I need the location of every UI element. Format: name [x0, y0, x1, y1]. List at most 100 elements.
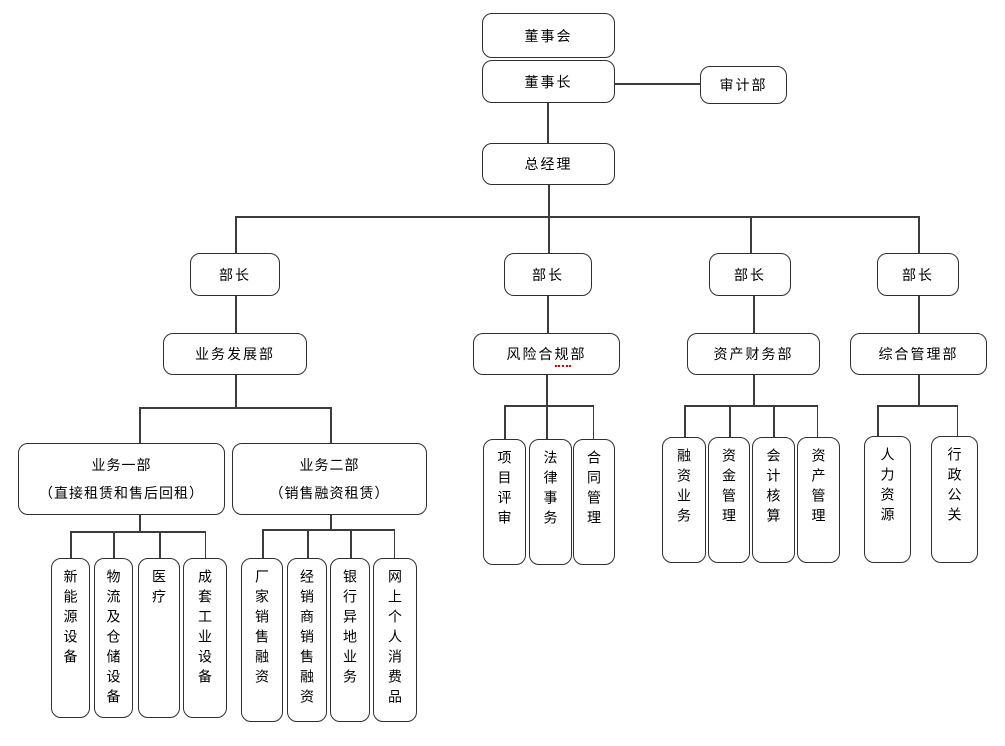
leaf-complete-industrial-equipment: 成套工业设备	[183, 558, 227, 718]
connector-drop-risk-leaf3	[592, 405, 594, 439]
node-business-unit-1-title: 业务一部	[91, 457, 152, 473]
leaf-bank-remote-business-label: 银行异地业务	[342, 569, 358, 689]
connector-drop-asset-leaf1	[684, 405, 686, 437]
connector-drop-unit1-leaf1	[70, 531, 72, 558]
connector-drop-minister-3	[750, 216, 752, 253]
leaf-project-review-label: 项目评审	[496, 450, 513, 530]
connector-drop-minister-2	[548, 216, 550, 253]
connector-drop-admin-leaf1	[877, 405, 879, 436]
connector-bizdev-down	[235, 375, 237, 407]
connector-drop-unit1	[139, 407, 141, 443]
connector-chairman-audit	[615, 83, 700, 85]
connector-drop-unit2-leaf1	[262, 529, 264, 558]
leaf-new-energy-equipment: 新能源设备	[51, 558, 90, 718]
leaf-financing-business-label: 融资业务	[676, 448, 692, 528]
leaf-dealer-sales-financing: 经销商销售融资	[287, 558, 327, 722]
connector-drop-unit2-leaf3	[350, 529, 352, 558]
leaf-medical: 医疗	[138, 558, 180, 718]
connector-minister1-dept	[235, 296, 237, 333]
leaf-accounting: 会计核算	[752, 437, 795, 563]
leaf-asset-management: 资产管理	[797, 437, 840, 563]
connector-mainline	[235, 216, 919, 218]
connector-admin-spread	[877, 405, 958, 407]
connector-unit2-spread	[262, 529, 395, 531]
connector-minister3-dept	[753, 296, 755, 333]
spellcheck-squiggle	[555, 349, 571, 367]
leaf-human-resources-label: 人力资源	[879, 447, 896, 527]
node-business-unit-2: 业务二部 （销售融资租赁）	[232, 443, 427, 515]
connector-drop-unit2-leaf2	[307, 529, 309, 558]
leaf-contract-management-label: 合同管理	[586, 450, 602, 530]
leaf-new-energy-equipment-label: 新能源设备	[62, 569, 79, 669]
node-minister-2-label: 部长	[532, 266, 564, 283]
leaf-accounting-label: 会计核算	[765, 448, 782, 528]
leaf-admin-public-relations: 行政公关	[931, 436, 978, 563]
leaf-logistics-warehouse-equipment: 物流及仓储设备	[94, 558, 133, 718]
connector-drop-asset-leaf3	[773, 405, 775, 437]
connector-minister2-dept	[547, 296, 549, 333]
node-audit-label: 审计部	[719, 77, 768, 93]
node-board-label: 董事会	[524, 27, 573, 44]
leaf-complete-industrial-equipment-label: 成套工业设备	[197, 569, 213, 689]
connector-drop-minister-4	[918, 216, 920, 253]
node-board: 董事会	[482, 13, 615, 58]
connector-drop-unit1-leaf4	[204, 531, 206, 558]
leaf-admin-public-relations-label: 行政公关	[946, 447, 963, 527]
connector-minister4-dept	[918, 296, 920, 333]
node-business-unit-2-title: 业务二部	[299, 457, 360, 473]
leaf-online-personal-consumer-goods-label: 网上个人消费品	[387, 569, 403, 709]
connector-unit2-down	[330, 515, 332, 529]
leaf-contract-management: 合同管理	[573, 439, 615, 565]
connector-gm-mainline	[548, 185, 550, 216]
node-general-admin-dept: 综合管理部	[850, 333, 987, 375]
leaf-dealer-sales-financing-label: 经销商销售融资	[299, 569, 315, 709]
leaf-financing-business: 融资业务	[662, 437, 706, 563]
node-minister-3-label: 部长	[734, 266, 766, 283]
node-asset-finance-label: 资产财务部	[713, 346, 794, 362]
node-risk-compliance-dept: 风险合规部	[473, 333, 620, 375]
connector-admin-down	[918, 375, 920, 405]
connector-drop-unit2-leaf4	[393, 529, 395, 558]
node-business-unit-1: 业务一部 （直接租赁和售后回租）	[18, 443, 225, 515]
leaf-bank-remote-business: 银行异地业务	[330, 558, 370, 722]
node-business-dev-dept: 业务发展部	[163, 333, 307, 375]
leaf-fund-management: 资金管理	[708, 437, 750, 563]
node-chairman-label: 董事长	[524, 73, 573, 90]
leaf-fund-management-label: 资金管理	[721, 448, 737, 528]
connector-unit1-down	[139, 515, 141, 531]
node-general-manager: 总经理	[482, 143, 615, 185]
node-business-unit-2-subtitle: （销售融资租赁）	[269, 485, 390, 501]
node-minister-1: 部长	[190, 253, 280, 296]
leaf-logistics-warehouse-equipment-label: 物流及仓储设备	[105, 569, 122, 709]
node-asset-finance-dept: 资产财务部	[687, 333, 820, 375]
node-minister-4-label: 部长	[902, 266, 934, 283]
node-minister-2: 部长	[504, 253, 592, 296]
leaf-legal-affairs: 法律事务	[529, 439, 572, 565]
leaf-online-personal-consumer-goods: 网上个人消费品	[373, 558, 417, 722]
node-business-dev-label: 业务发展部	[195, 346, 275, 362]
node-chairman: 董事长	[482, 60, 615, 103]
connector-drop-unit2	[330, 407, 332, 443]
connector-bizdev-spread	[139, 407, 331, 409]
connector-drop-minister-1	[235, 216, 237, 253]
connector-drop-unit1-leaf2	[113, 531, 115, 558]
connector-drop-asset-leaf4	[816, 405, 818, 437]
connector-chairman-gm	[547, 103, 549, 143]
connector-drop-admin-leaf2	[956, 405, 958, 436]
node-minister-1-label: 部长	[219, 266, 251, 283]
connector-drop-unit1-leaf3	[159, 531, 161, 558]
connector-unit1-spread	[70, 531, 206, 533]
leaf-project-review: 项目评审	[483, 439, 526, 565]
leaf-medical-label: 医疗	[151, 569, 167, 609]
connector-risk-down	[546, 375, 548, 439]
node-minister-4: 部长	[877, 253, 959, 296]
connector-drop-asset-leaf2	[729, 405, 731, 437]
node-general-admin-label: 综合管理部	[878, 346, 959, 362]
node-minister-3: 部长	[709, 253, 791, 296]
node-general-manager-label: 总经理	[524, 156, 573, 172]
leaf-legal-affairs-label: 法律事务	[542, 450, 559, 530]
leaf-asset-management-label: 资产管理	[810, 448, 827, 528]
node-business-unit-1-subtitle: （直接租赁和售后回租）	[39, 485, 204, 501]
connector-asset-down	[753, 375, 755, 405]
